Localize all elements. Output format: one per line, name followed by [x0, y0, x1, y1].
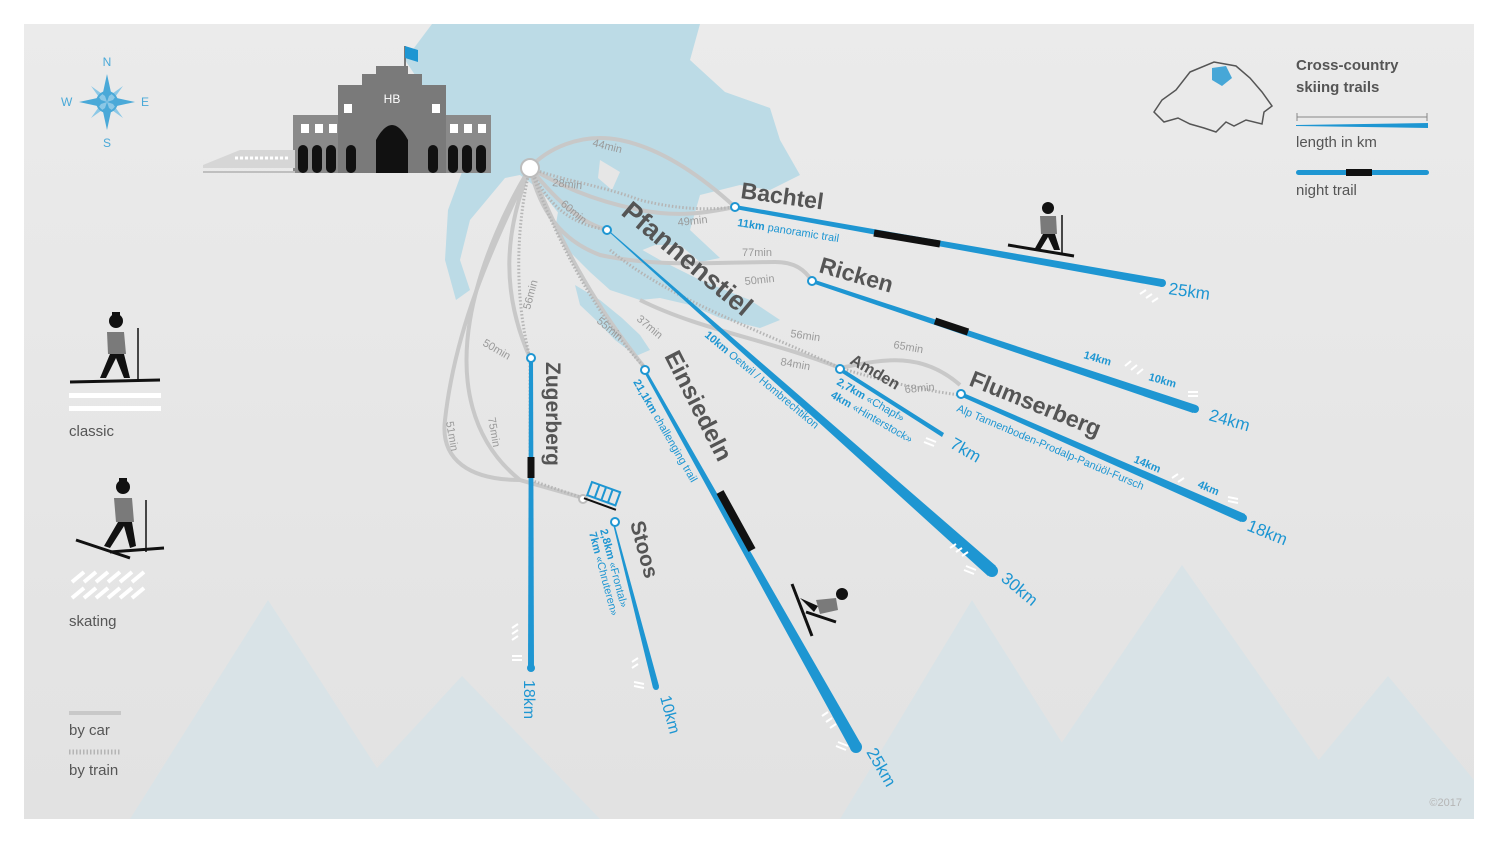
mountain-silhouettes [130, 565, 1474, 819]
time-49: 49min [677, 214, 708, 229]
legend-car-label: by car [69, 722, 110, 739]
skating-skier-icon [75, 478, 165, 560]
time-77: 77min [742, 247, 772, 259]
node-flumserberg[interactable] [956, 389, 966, 399]
bachtel-skier-icon [1007, 202, 1075, 258]
legend-length-swatch [1296, 123, 1428, 128]
time-75: 75min [485, 416, 502, 448]
time-50a: 50min [744, 273, 775, 288]
funicular-icon [583, 480, 622, 511]
compass-s: S [103, 136, 111, 150]
node-pfannenstiel[interactable] [602, 225, 612, 235]
legend-skating: skating [69, 478, 165, 630]
legend-length-label: length in km [1296, 134, 1377, 151]
legend-skating-label: skating [69, 613, 117, 630]
compass-e: E [141, 95, 149, 109]
trail-ricken[interactable] [812, 279, 1196, 413]
compass-n: N [103, 55, 112, 69]
trail-zugerberg[interactable] [528, 358, 534, 668]
zurich-hb-station-icon: HB [203, 46, 491, 173]
copyright: ©2017 [1429, 797, 1462, 809]
node-ricken[interactable] [807, 276, 817, 286]
trail-stoos[interactable] [613, 522, 659, 688]
time-84: 84min [779, 356, 811, 373]
label-zugerberg[interactable]: Zugerberg [541, 362, 564, 466]
time-28: 28min [552, 177, 583, 192]
legend-title-2: skiing trails [1296, 79, 1379, 96]
node-einsiedeln[interactable] [640, 365, 650, 375]
legend-title-1: Cross-country [1296, 57, 1399, 74]
time-68: 68min [904, 381, 935, 396]
time-65: 65min [892, 339, 924, 356]
zurich-start-node [520, 158, 540, 178]
length-zugerberg: 18km [520, 680, 537, 719]
switzerland-outline-icon [1153, 61, 1274, 133]
legend: Cross-country skiing trails length in km… [1296, 57, 1429, 199]
station-sign: HB [384, 92, 401, 106]
node-stoos[interactable] [610, 517, 620, 527]
night-segment-einsiedeln [716, 490, 756, 552]
night-segment-ricken [933, 317, 970, 336]
routes [442, 136, 962, 500]
night-segment-bachtel [873, 229, 941, 248]
trail-pfannenstiel[interactable] [606, 228, 996, 576]
legend-classic: classic [69, 312, 161, 440]
trail-style-marks [511, 289, 1239, 751]
node-zugerberg[interactable] [526, 353, 536, 363]
compass-w: W [61, 95, 73, 109]
time-56a: 56min [790, 328, 821, 344]
node-bachtel[interactable] [730, 202, 740, 212]
einsiedeln-skier-icon [790, 583, 848, 637]
compass-rose-icon: N S E W [61, 55, 149, 150]
trail-amden[interactable] [839, 367, 944, 437]
trail-flumserberg[interactable] [960, 392, 1245, 522]
train-icon [203, 150, 295, 173]
trail-einsiedeln[interactable] [644, 368, 861, 750]
time-51: 51min [443, 420, 460, 452]
legend-train-label: by train [69, 762, 118, 779]
legend-transport: by car by train [69, 711, 121, 779]
legend-classic-label: classic [69, 423, 115, 440]
node-amden[interactable] [835, 364, 845, 374]
legend-night-label: night trail [1296, 182, 1357, 199]
trails [526, 202, 1247, 753]
trail-bachtel[interactable] [735, 205, 1162, 287]
classic-skier-icon [69, 312, 161, 384]
